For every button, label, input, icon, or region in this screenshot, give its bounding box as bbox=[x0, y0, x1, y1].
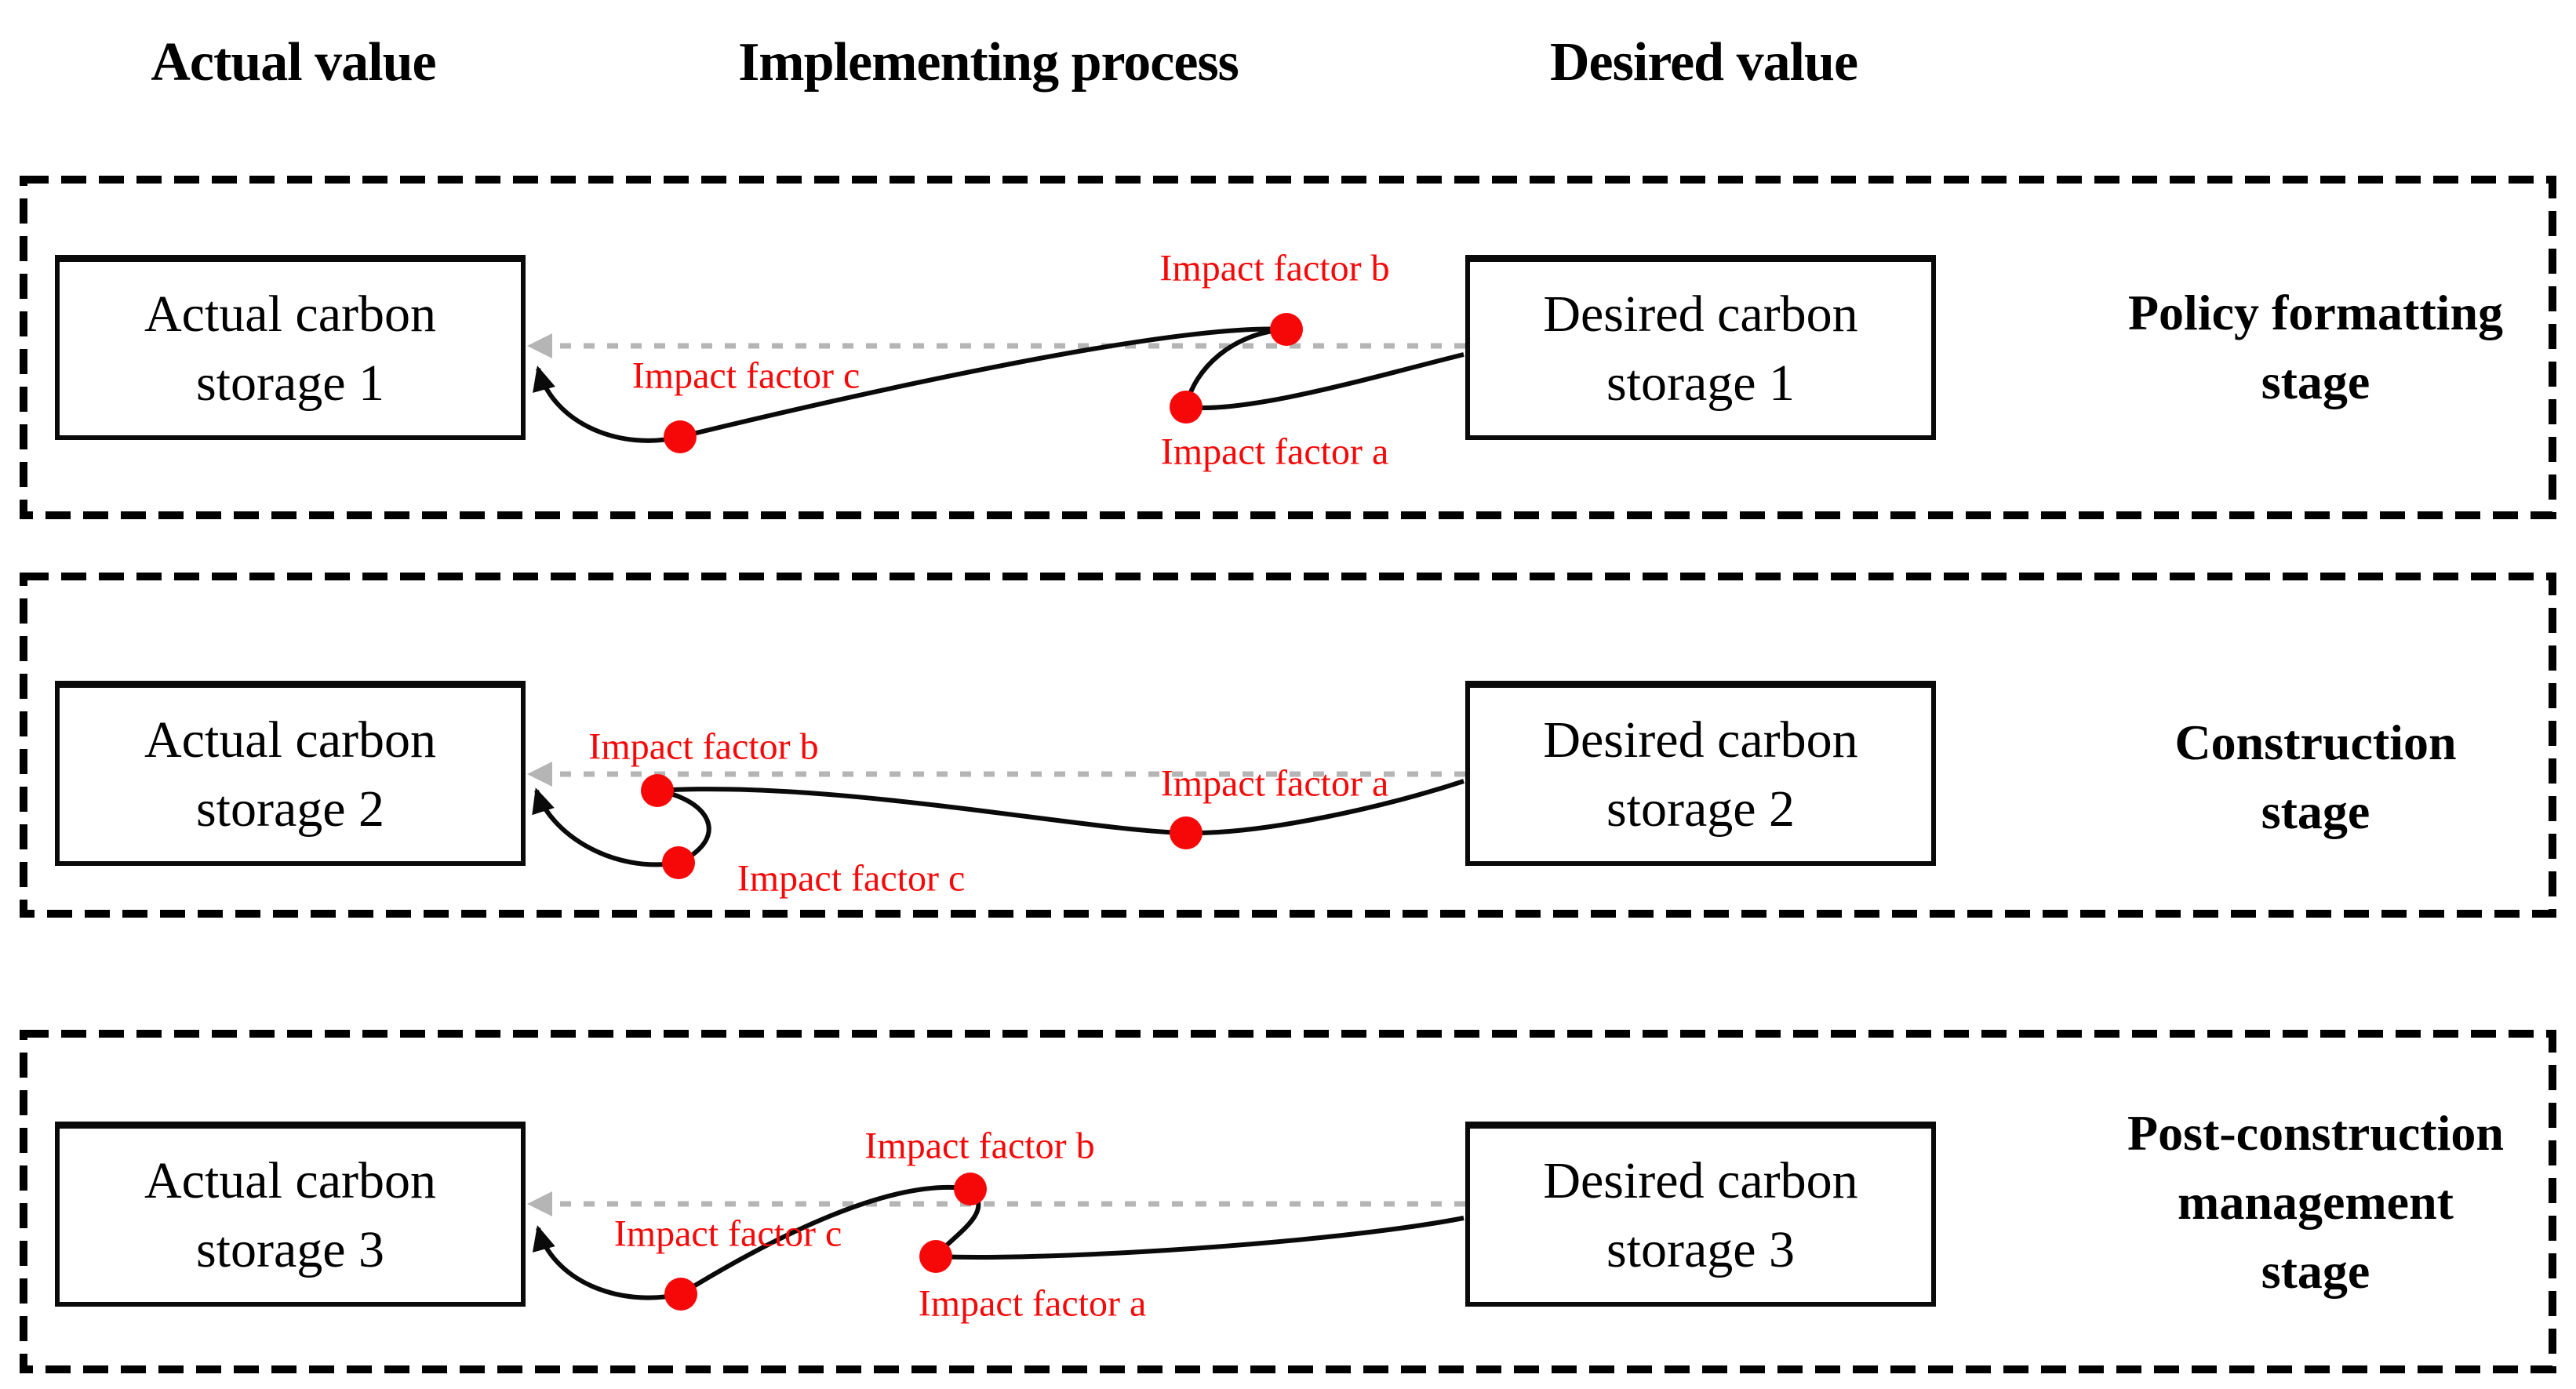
desired-carbon-storage-2-box: Desired carbon storage 2 bbox=[1465, 681, 1936, 866]
stage1-impact-factor-b-label: Impact factor b bbox=[1159, 247, 1390, 289]
stage-title-line: stage bbox=[2261, 354, 2370, 409]
stage3-impact-factor-a-label: Impact factor a bbox=[918, 1282, 1147, 1325]
stage1-impact-dot-a bbox=[1170, 391, 1202, 424]
box-label-line: Desired carbon bbox=[1543, 1151, 1858, 1209]
stage1-title: Policy formatting stage bbox=[2128, 278, 2503, 416]
box-label-line: Desired carbon bbox=[1543, 711, 1858, 769]
stage2-impact-dot-c bbox=[662, 846, 695, 879]
box-label-line: storage 1 bbox=[195, 354, 385, 412]
stage-title-line: stage bbox=[2261, 784, 2370, 839]
stage-title-line: Post-construction bbox=[2127, 1105, 2504, 1161]
box-label-line: storage 2 bbox=[195, 780, 385, 838]
box-label-line: storage 2 bbox=[1606, 780, 1796, 838]
box-label-line: Actual carbon bbox=[144, 711, 436, 769]
stage2-impact-dot-b bbox=[641, 774, 674, 807]
stage-title-line: stage bbox=[2261, 1243, 2370, 1299]
stage2-impact-factor-c-label: Impact factor c bbox=[737, 857, 966, 900]
column-header-desired-value: Desired value bbox=[1549, 32, 1858, 93]
stage-title-line: management bbox=[2178, 1174, 2454, 1230]
box-label-line: storage 1 bbox=[1606, 354, 1796, 412]
stage2-dashed-border bbox=[20, 573, 2556, 918]
desired-carbon-storage-1-box: Desired carbon storage 1 bbox=[1465, 255, 1936, 440]
stage3-title: Post-construction management stage bbox=[2127, 1099, 2504, 1306]
stage-title-line: Construction bbox=[2174, 714, 2457, 770]
stage3-impact-dot-b bbox=[954, 1173, 987, 1205]
stage2-impact-dot-a bbox=[1170, 816, 1202, 849]
box-label-line: Desired carbon bbox=[1543, 285, 1858, 343]
column-header-actual-value: Actual value bbox=[151, 32, 436, 93]
stage1-impact-factor-c-label: Impact factor c bbox=[631, 355, 860, 397]
actual-carbon-storage-1-box: Actual carbon storage 1 bbox=[55, 255, 526, 440]
stage-title-line: Policy formatting bbox=[2127, 285, 2504, 340]
desired-carbon-storage-3-box: Desired carbon storage 3 bbox=[1465, 1122, 1936, 1307]
stage1-impact-dot-b bbox=[1270, 313, 1303, 346]
stage1-process-curve bbox=[533, 326, 1464, 443]
stage3-impact-dot-c bbox=[664, 1278, 697, 1311]
stage3-impact-factor-b-label: Impact factor b bbox=[864, 1125, 1095, 1167]
actual-carbon-storage-2-box: Actual carbon storage 2 bbox=[55, 681, 526, 866]
stage1-impact-dot-c bbox=[664, 420, 697, 453]
stage2-process-curve bbox=[532, 779, 1464, 867]
box-label-line: storage 3 bbox=[195, 1220, 385, 1278]
box-label-line: Actual carbon bbox=[144, 285, 436, 343]
stage3-dashed-border bbox=[20, 1030, 2556, 1373]
actual-carbon-storage-3-box: Actual carbon storage 3 bbox=[55, 1122, 526, 1307]
stage1-dashed-border bbox=[20, 176, 2556, 519]
stage1-impact-factor-a-label: Impact factor a bbox=[1160, 431, 1389, 473]
box-label-line: storage 3 bbox=[1606, 1220, 1796, 1278]
stage2-impact-factor-a-label: Impact factor a bbox=[1160, 762, 1389, 805]
stage3-impact-dot-a bbox=[919, 1240, 952, 1273]
stage3-impact-factor-c-label: Impact factor c bbox=[613, 1213, 842, 1255]
stage2-title: Construction stage bbox=[2174, 708, 2456, 846]
box-label-line: Actual carbon bbox=[144, 1151, 436, 1209]
column-header-implementing-process: Implementing process bbox=[738, 32, 1239, 93]
stage2-impact-factor-b-label: Impact factor b bbox=[588, 725, 819, 768]
